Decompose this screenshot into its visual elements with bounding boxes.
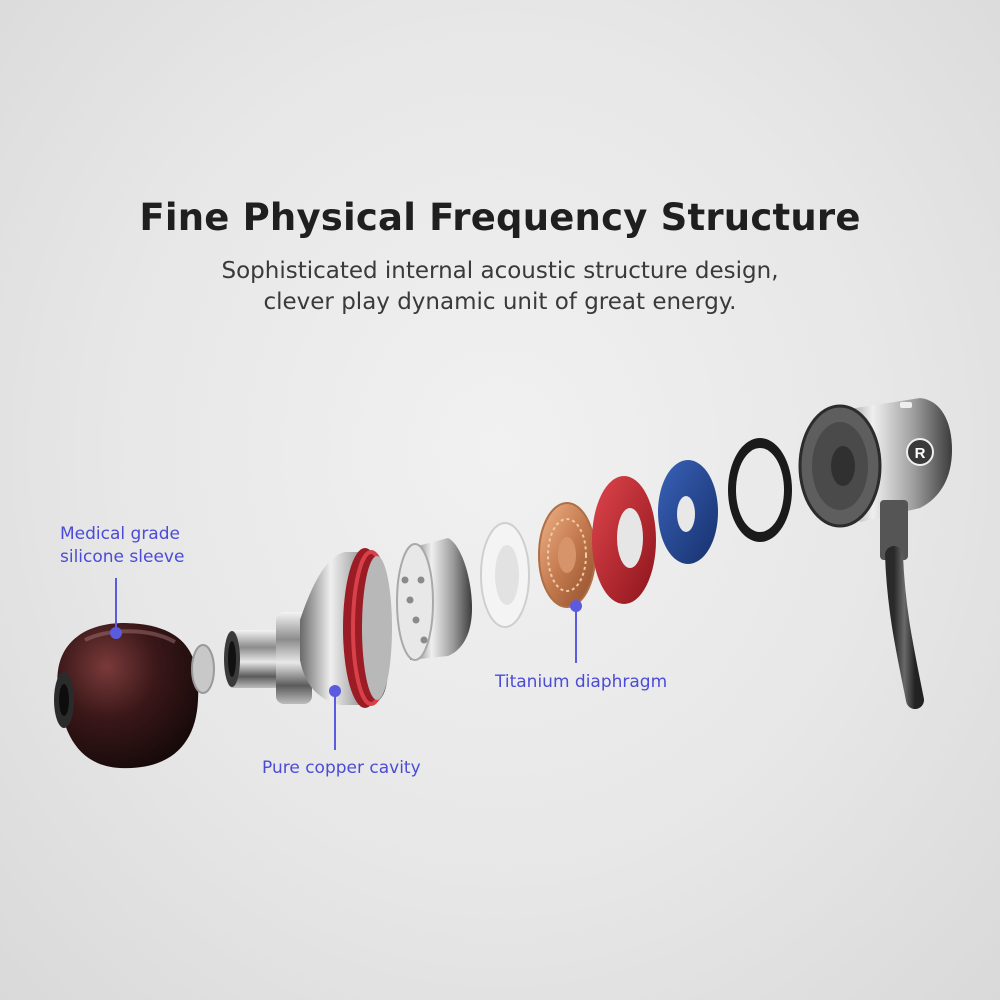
page-title: Fine Physical Frequency Structure — [139, 196, 861, 239]
callout-marker-titanium — [570, 600, 582, 663]
sound-nozzle — [224, 612, 312, 704]
callout-titanium-diaphragm: Titanium diaphragm — [495, 672, 668, 692]
callout-marker-copper — [329, 685, 341, 750]
callout-copper-cavity: Pure copper cavity — [262, 758, 421, 778]
black-gasket — [728, 438, 792, 542]
mesh-filter-disc — [191, 644, 215, 694]
subtitle-line-1: Sophisticated internal acoustic structur… — [221, 258, 779, 284]
titanium-diaphragm — [538, 502, 596, 608]
blue-ring — [658, 460, 718, 564]
copper-cavity-housing — [300, 548, 392, 708]
callout-marker-silicone — [110, 578, 122, 639]
callout-silicone-line-2: silicone sleeve — [60, 547, 185, 567]
subtitle-line-2: clever play dynamic unit of great energy… — [263, 289, 737, 315]
svg-text:R: R — [915, 445, 926, 462]
rear-housing — [798, 398, 952, 528]
earphone-cable — [880, 500, 924, 709]
right-channel-marker: R — [906, 438, 934, 466]
red-ring — [592, 476, 656, 604]
white-washer — [480, 522, 530, 628]
driver-unit — [396, 538, 472, 661]
callout-silicone-line-1: Medical grade — [60, 524, 180, 544]
silicone-ear-tip — [54, 623, 199, 769]
